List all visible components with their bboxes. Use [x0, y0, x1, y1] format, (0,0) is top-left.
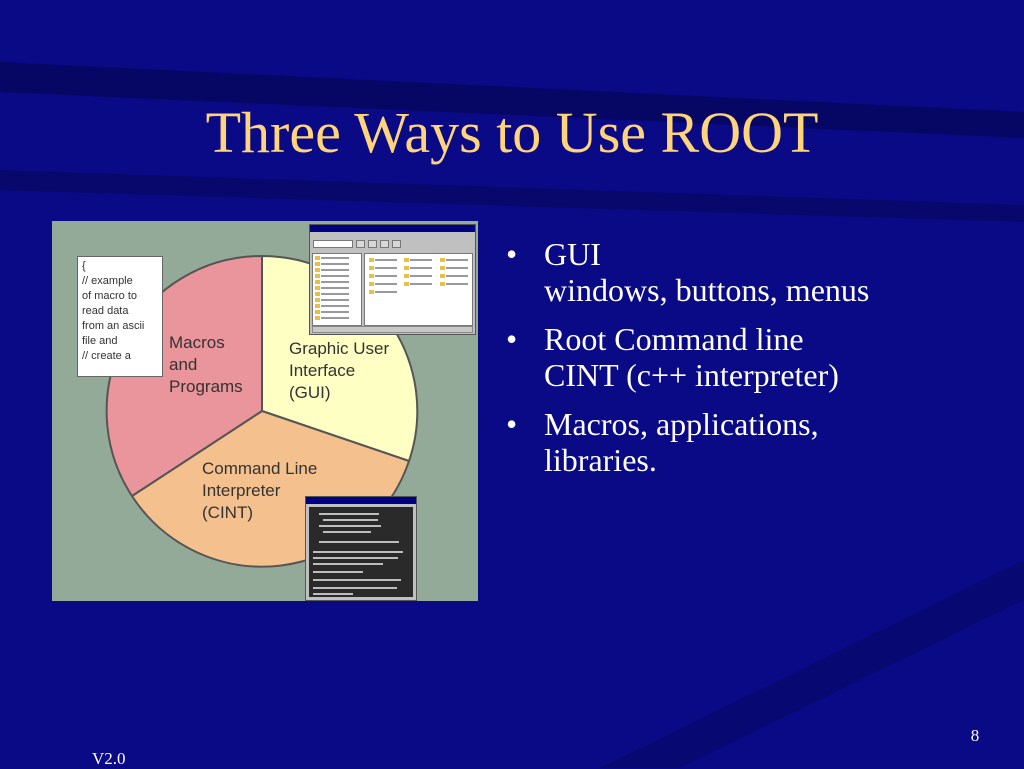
gui-label: Graphic User Interface (GUI) [289, 339, 390, 402]
bullet-macros-detail: libraries. [544, 442, 657, 478]
object-browser-screenshot [309, 224, 476, 335]
slide-title: Three Ways to Use ROOT [205, 100, 819, 165]
bullet-list: • GUI windows, buttons, menus • Root Com… [504, 236, 1004, 491]
console-titlebar [306, 497, 416, 504]
page-number: 8 [970, 726, 980, 745]
browser-tree-pane [312, 253, 362, 326]
bullet-macros: • Macros, applications, libraries. [504, 406, 1004, 478]
macros-label: Macros and Programs [169, 333, 243, 396]
cint-label: Command Line Interpreter (CINT) [202, 459, 318, 522]
bullet-marker: • [506, 406, 518, 442]
bullet-marker: • [506, 236, 518, 272]
bullet-command-line-detail: CINT (c++ interpreter) [544, 357, 839, 393]
browser-titlebar [310, 225, 475, 232]
version-label: V2.0 [92, 749, 126, 768]
root-usage-figure: Macros and Programs Graphic User Interfa… [52, 221, 478, 601]
browser-menubar [310, 232, 475, 239]
browser-content-pane [364, 253, 473, 326]
bullet-marker: • [506, 321, 518, 357]
bullet-gui-title: GUI [544, 236, 601, 272]
bullet-gui-detail: windows, buttons, menus [544, 272, 870, 308]
macro-code-note: { // example of macro to read data from … [77, 256, 163, 377]
bullet-gui: • GUI windows, buttons, menus [504, 236, 1004, 308]
bullet-macros-title: Macros, applications, [544, 406, 819, 442]
cint-console-screenshot [305, 496, 417, 601]
browser-toolbar [310, 239, 475, 249]
console-screen [309, 507, 413, 597]
bullet-command-line-title: Root Command line [544, 321, 804, 357]
browser-statusbar [312, 326, 473, 333]
bullet-command-line: • Root Command line CINT (c++ interprete… [504, 321, 1004, 393]
